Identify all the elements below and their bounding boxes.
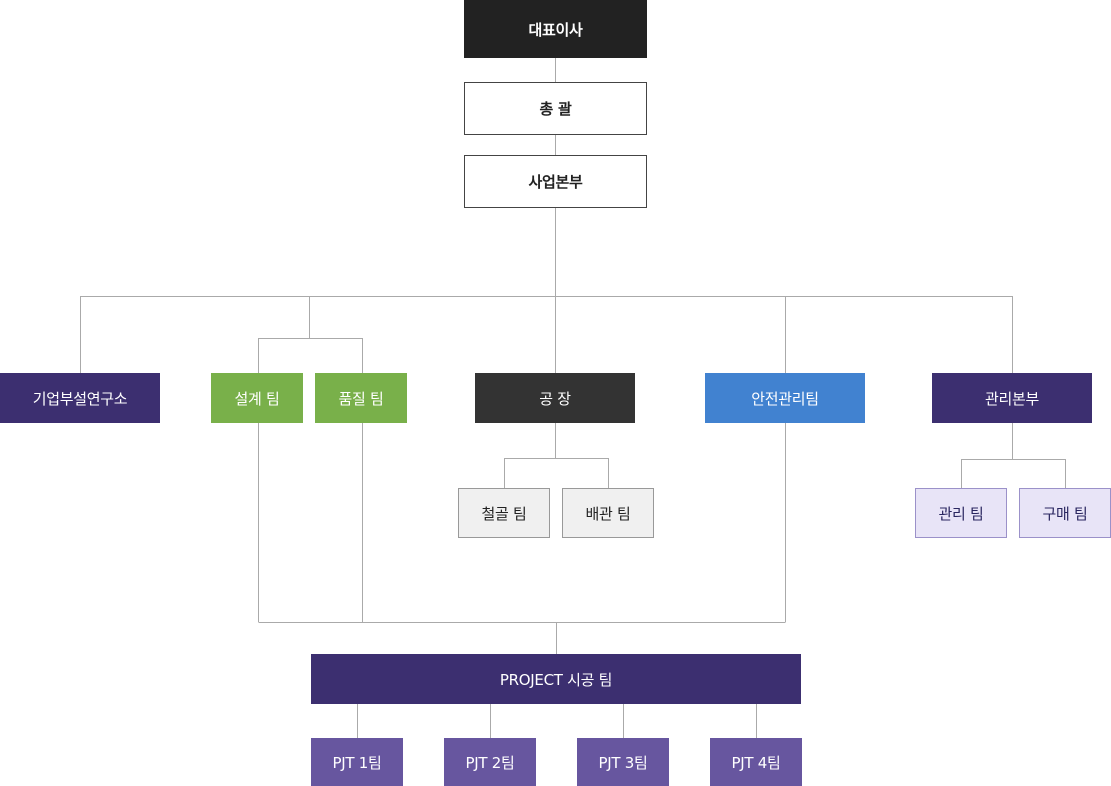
piping-team-box: 배관 팀 (562, 488, 654, 538)
ceo-box: 대표이사 (464, 0, 647, 58)
research-lab-box: 기업부설연구소 (0, 373, 160, 423)
factory-box: 공 장 (475, 373, 635, 423)
pjt-team-2-box: PJT 2팀 (444, 738, 536, 786)
business-hq-box: 사업본부 (464, 155, 647, 208)
admin-hq-box: 관리본부 (932, 373, 1092, 423)
pjt-team-3-box: PJT 3팀 (577, 738, 669, 786)
purchase-team-box: 구매 팀 (1019, 488, 1111, 538)
admin-team-box: 관리 팀 (915, 488, 1007, 538)
steel-team-box: 철골 팀 (458, 488, 550, 538)
project-team-box: PROJECT 시공 팀 (311, 654, 801, 704)
quality-team-box: 품질 팀 (315, 373, 407, 423)
pjt-team-4-box: PJT 4팀 (710, 738, 802, 786)
design-team-box: 설계 팀 (211, 373, 303, 423)
pjt-team-1-box: PJT 1팀 (311, 738, 403, 786)
safety-team-box: 안전관리팀 (705, 373, 865, 423)
general-box: 총 괄 (464, 82, 647, 135)
